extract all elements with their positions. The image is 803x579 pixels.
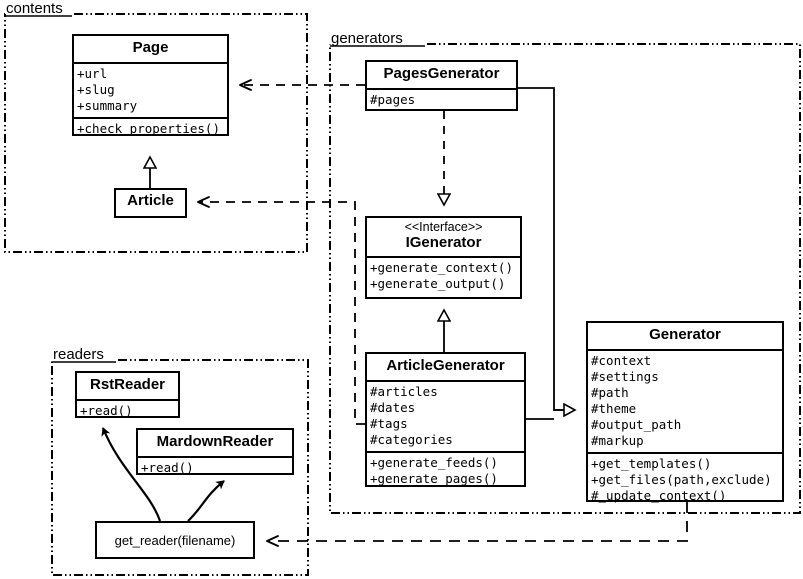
class-box-rstreader[interactable]: RstReader +read() (75, 371, 180, 418)
class-attributes-pagesgenerator: #pages (367, 87, 516, 111)
class-name-mardownreader: MardownReader (156, 433, 274, 450)
package-frame-generators (329, 43, 801, 514)
operation-row: +generate_pages() (370, 470, 498, 486)
class-name-articlegenerator: ArticleGenerator (386, 357, 505, 374)
attribute-row: #articles (370, 383, 438, 399)
operation-row: +check_properties() (77, 120, 220, 136)
edge-get-reader-to-rstreader (101, 427, 162, 522)
operation-row: +get_files(path,exclude) (591, 471, 772, 487)
class-name-article: Article (127, 192, 174, 209)
edge-get-reader-to-mardownreader (187, 480, 225, 522)
class-stereotype-igenerator: <<Interface>> (404, 220, 483, 234)
class-attributes-articlegenerator: #articles #dates #tags #categories (367, 379, 524, 451)
attribute-row: #theme (591, 400, 637, 416)
class-box-igenerator[interactable]: <<Interface>> IGenerator +generate_conte… (365, 216, 522, 299)
attribute-row: #settings (591, 368, 659, 384)
operation-row: +generate_context() (370, 259, 513, 275)
class-box-generator[interactable]: Generator #context #settings #path #them… (586, 321, 784, 503)
operation-row: +generate_output() (370, 275, 506, 291)
function-node-label: get_reader(filename) (114, 532, 236, 548)
class-attributes-page: +url +slug +summary (74, 61, 227, 117)
attribute-row: #context (591, 352, 652, 368)
class-box-articlegenerator[interactable]: ArticleGenerator #articles #dates #tags … (365, 352, 526, 487)
operation-row: +generate_feeds() (370, 454, 498, 470)
package-label-readers: readers (53, 346, 104, 363)
attribute-row: #markup (591, 432, 644, 448)
attribute-row: #pages (370, 91, 416, 107)
class-name-igenerator: IGenerator (405, 233, 482, 251)
attribute-row: #dates (370, 399, 416, 415)
operation-row: #_update_context() (591, 487, 727, 503)
class-operations-rstreader: +read() (77, 398, 178, 422)
class-name-pagesgenerator: PagesGenerator (383, 65, 500, 82)
class-box-page[interactable]: Page +url +slug +summary +check_properti… (72, 34, 229, 136)
class-operations-mardownreader: +read() (138, 455, 292, 479)
operation-row: +read() (141, 459, 194, 475)
class-box-mardownreader[interactable]: MardownReader +read() (136, 428, 294, 475)
attribute-row: #categories (370, 431, 453, 447)
attribute-row: +summary (77, 97, 138, 113)
class-name-rstreader: RstReader (89, 376, 166, 393)
class-name-generator: Generator (649, 326, 721, 343)
attribute-row: +slug (77, 81, 115, 97)
function-node-get-reader[interactable]: get_reader(filename) (95, 521, 255, 559)
attribute-row: +url (77, 65, 108, 81)
package-frame-readers (51, 359, 309, 576)
class-name-page: Page (132, 39, 169, 56)
package-label-contents: contents (6, 0, 63, 17)
class-operations-articlegenerator: +generate_feeds() +generate_pages() (367, 450, 524, 490)
operation-row: +read() (80, 402, 133, 418)
package-frame-contents (4, 13, 308, 253)
class-box-pagesgenerator[interactable]: PagesGenerator #pages (365, 60, 518, 111)
class-operations-igenerator: +generate_context() +generate_output() (367, 255, 520, 295)
class-operations-generator: +get_templates() +get_files(path,exclude… (588, 451, 782, 507)
attribute-row: #output_path (591, 416, 682, 432)
class-attributes-generator: #context #settings #path #theme #output_… (588, 348, 782, 452)
edge-generator-depends-get-reader (266, 502, 688, 547)
edge-articlegenerator-depends-article (197, 196, 365, 425)
attribute-row: #path (591, 384, 629, 400)
package-label-generators: generators (331, 30, 403, 47)
class-box-article[interactable]: Article (114, 188, 187, 218)
class-operations-page: +check_properties() (74, 116, 227, 140)
operation-row: +get_templates() (591, 455, 712, 471)
attribute-row: #tags (370, 415, 408, 431)
